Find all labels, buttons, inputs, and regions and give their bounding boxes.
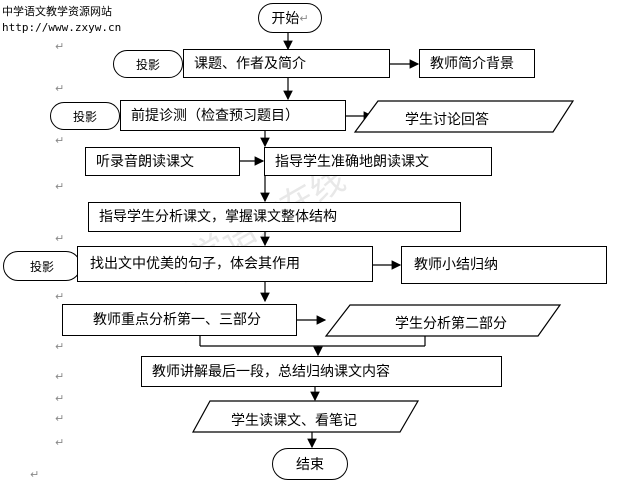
para-mark: ↵ [55,82,65,95]
node-teacher-background-label: 教师简介背景 [430,55,514,72]
node-teacher-last-paragraph: 教师讲解最后一段，总结归纳课文内容 [141,356,502,387]
projection-tag-3: 投影 [3,251,81,281]
projection-tag-2: 投影 [50,102,120,130]
node-pretest-label: 前提诊测（检查预习题目） [131,107,299,124]
para-mark: ↵ [55,370,65,383]
para-mark: ↵ [55,340,65,353]
node-find-sentences-label: 找出文中优美的句子，体会其作用 [90,256,300,272]
node-start-label: 开始 [271,11,300,27]
para-mark: ↵ [55,40,65,53]
para-mark: ↵ [55,232,65,245]
node-student-discuss-label: 学生讨论回答 [405,112,489,128]
node-guide-reading-label: 指导学生准确地朗读课文 [275,153,429,170]
para-mark: ↵ [55,392,65,405]
node-student-read-label: 学生读课文、看笔记 [231,413,357,429]
node-end: 结束 [272,448,348,480]
node-teacher-focus: 教师重点分析第一、三部分 [62,304,297,336]
node-student-part2-label: 学生分析第二部分 [395,316,507,332]
node-listen-recording: 听录音朗读课文 [85,147,240,176]
projection-tag-1: 投影 [113,50,183,78]
node-teacher-focus-label: 教师重点分析第一、三部分 [93,312,261,328]
projection-tag-1-label: 投影 [135,57,160,72]
node-teacher-background: 教师简介背景 [419,49,535,78]
node-start: 开始↵ [258,3,322,33]
para-mark: ↵ [30,468,40,481]
node-title-author-label: 课题、作者及简介 [194,55,306,72]
node-teacher-last-paragraph-label: 教师讲解最后一段，总结归纳课文内容 [152,363,390,380]
node-guide-reading: 指导学生准确地朗读课文 [264,147,492,176]
node-guide-analysis: 指导学生分析课文，掌握课文整体结构 [88,202,461,232]
node-student-part2-shape [324,304,562,337]
node-student-discuss-shape [353,100,575,133]
node-listen-recording-label: 听录音朗读课文 [96,153,194,170]
para-mark: ↵ [55,412,65,425]
para-mark: ↵ [55,180,65,193]
node-pretest: 前提诊测（检查预习题目） [120,100,346,131]
projection-tag-3-label: 投影 [29,259,54,274]
header-site-url: http://www.zxyw.cn [2,21,122,34]
para-mark: ↵ [55,134,65,147]
header-site-name: 中学语文教学资源网站 [2,5,112,18]
node-teacher-summary-label: 教师小结归纳 [414,257,498,273]
projection-tag-2-label: 投影 [72,109,97,124]
node-title-author: 课题、作者及简介 [183,49,390,78]
para-mark: ↵ [55,290,65,303]
node-teacher-summary: 教师小结归纳 [401,246,607,284]
node-find-sentences: 找出文中优美的句子，体会其作用 [77,246,373,282]
node-student-read-shape [191,400,420,433]
para-mark: ↵ [55,436,65,449]
node-end-label: 结束 [296,457,324,473]
node-guide-analysis-label: 指导学生分析课文，掌握课文整体结构 [99,209,337,225]
